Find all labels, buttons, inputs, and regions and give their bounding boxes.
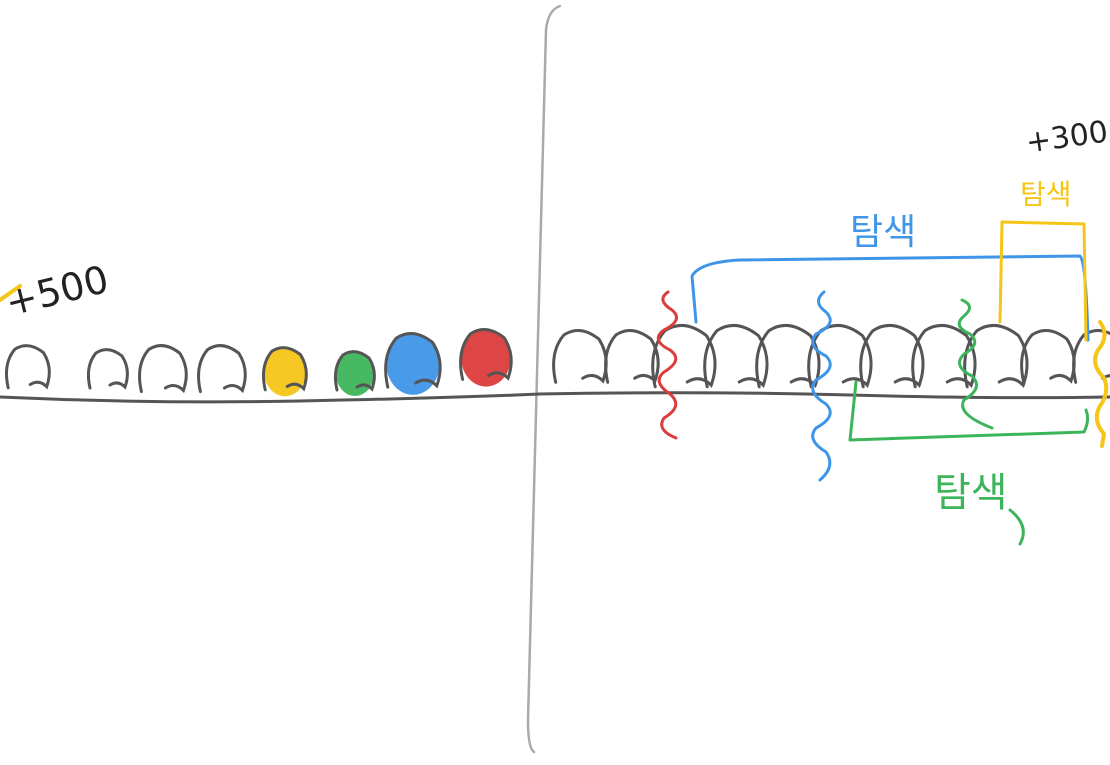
yellow-arrow-stroke (0, 284, 22, 302)
left-circle-3 (138, 344, 188, 394)
red-squiggle-marker (656, 290, 678, 440)
left-circle-4 (197, 344, 247, 394)
panel-divider (526, 4, 562, 754)
left-baseline (0, 392, 542, 404)
left-circle-6 (334, 350, 376, 392)
left-circle-row (5, 328, 513, 397)
left-score-annotation: +500 (0, 257, 113, 325)
right-circle-row (552, 323, 1110, 389)
yellow-bracket (998, 220, 1088, 342)
left-circle-1 (5, 344, 51, 390)
left-circle-7 (384, 332, 442, 389)
left-circle-5 (262, 346, 308, 392)
right-circle-9 (963, 323, 1029, 389)
blue-bracket (690, 254, 1090, 342)
right-baseline (536, 391, 1110, 400)
left-score-label: +500 (1, 257, 113, 325)
blue-squiggle-marker (811, 290, 832, 482)
green-bracket-group: 탐색 (848, 380, 1090, 546)
blue-bracket-group: 탐색 (690, 212, 1090, 342)
green-squiggle-marker (957, 298, 994, 430)
left-circle-2 (87, 348, 129, 390)
blue-bracket-label: 탐색 (850, 212, 916, 253)
yellow-bracket-group: 탐색 (998, 178, 1088, 342)
yellow-bracket-label: 탐색 (1020, 178, 1072, 211)
right-circle-2 (604, 329, 660, 384)
right-circle-1 (552, 329, 608, 384)
right-score-label: +300 (1024, 114, 1110, 160)
green-bracket (848, 380, 1090, 442)
green-label-tail (1008, 508, 1025, 546)
yellow-squiggle-marker (1093, 320, 1109, 448)
left-circle-8 (459, 328, 513, 381)
right-circle-11 (1072, 329, 1110, 384)
right-circle-10 (1020, 329, 1076, 384)
green-bracket-label: 탐색 (934, 470, 1008, 516)
